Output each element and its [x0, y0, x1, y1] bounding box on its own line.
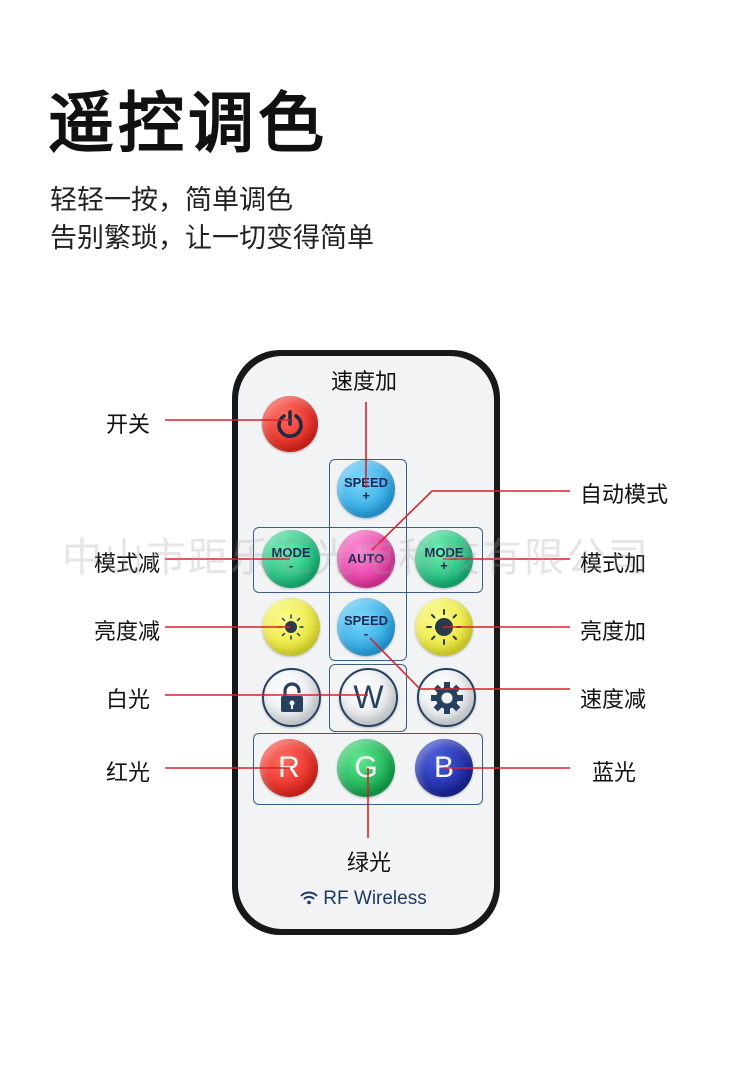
label-mode-minus: 模式减: [94, 552, 161, 577]
lock-icon: [280, 681, 303, 712]
rf-brand-text: RF Wireless: [323, 888, 427, 909]
label-green-light: 绿光: [347, 851, 392, 876]
red-light-text: R: [278, 751, 300, 784]
speed-up-sign: +: [362, 488, 370, 503]
wifi-icon: [300, 891, 318, 905]
brightness-high-icon: [426, 609, 462, 645]
label-brightness-down: 亮度减: [94, 620, 161, 645]
speed-up-button[interactable]: SPEED +: [337, 460, 395, 518]
auto-button[interactable]: AUTO: [337, 530, 395, 588]
settings-button[interactable]: [417, 668, 476, 727]
mode-minus-text: MODE: [271, 545, 311, 560]
label-white-light: 白光: [106, 688, 151, 713]
green-light-button[interactable]: G: [337, 739, 395, 797]
speed-down-text: SPEED: [343, 613, 389, 628]
brightness-down-button[interactable]: [262, 598, 320, 656]
mode-plus-sign: +: [440, 558, 448, 573]
auto-text: AUTO: [347, 551, 385, 566]
blue-light-text: B: [433, 751, 454, 784]
power-button[interactable]: [262, 396, 318, 452]
label-power: 开关: [106, 413, 151, 438]
brightness-low-icon: [278, 614, 304, 640]
blue-light-button[interactable]: B: [415, 739, 473, 797]
mode-plus-button[interactable]: MODE +: [415, 530, 473, 588]
subtitle-line-2: 告别繁琐，让一切变得简单: [50, 223, 374, 254]
page-title: 遥控调色: [48, 85, 328, 162]
gear-icon: [430, 681, 463, 714]
mode-row-frame: [253, 527, 483, 593]
label-brightness-up: 亮度加: [580, 620, 647, 645]
brightness-up-button[interactable]: [415, 598, 473, 656]
w-button-frame: [329, 664, 407, 732]
mode-minus-button[interactable]: MODE -: [262, 530, 320, 588]
green-light-text: G: [354, 751, 378, 784]
label-blue-light: 蓝光: [592, 761, 637, 786]
label-red-light: 红光: [106, 761, 151, 786]
subtitle-line-1: 轻轻一按，简单调色: [50, 185, 293, 216]
speed-down-sign: -: [363, 626, 369, 641]
label-speed-up: 速度加: [331, 370, 398, 395]
label-auto-mode: 自动模式: [580, 483, 669, 508]
lock-button[interactable]: [262, 668, 321, 727]
speed-down-button[interactable]: SPEED -: [337, 598, 395, 656]
white-light-text: W: [353, 679, 384, 715]
rf-brand: RF Wireless: [300, 888, 427, 910]
red-light-button[interactable]: R: [260, 739, 318, 797]
speed-cluster-frame: [329, 459, 407, 661]
mode-minus-sign: -: [288, 558, 294, 573]
power-icon: [277, 410, 303, 438]
label-mode-plus: 模式加: [580, 552, 647, 577]
label-speed-down: 速度减: [580, 688, 647, 713]
white-light-button[interactable]: W: [339, 668, 398, 727]
